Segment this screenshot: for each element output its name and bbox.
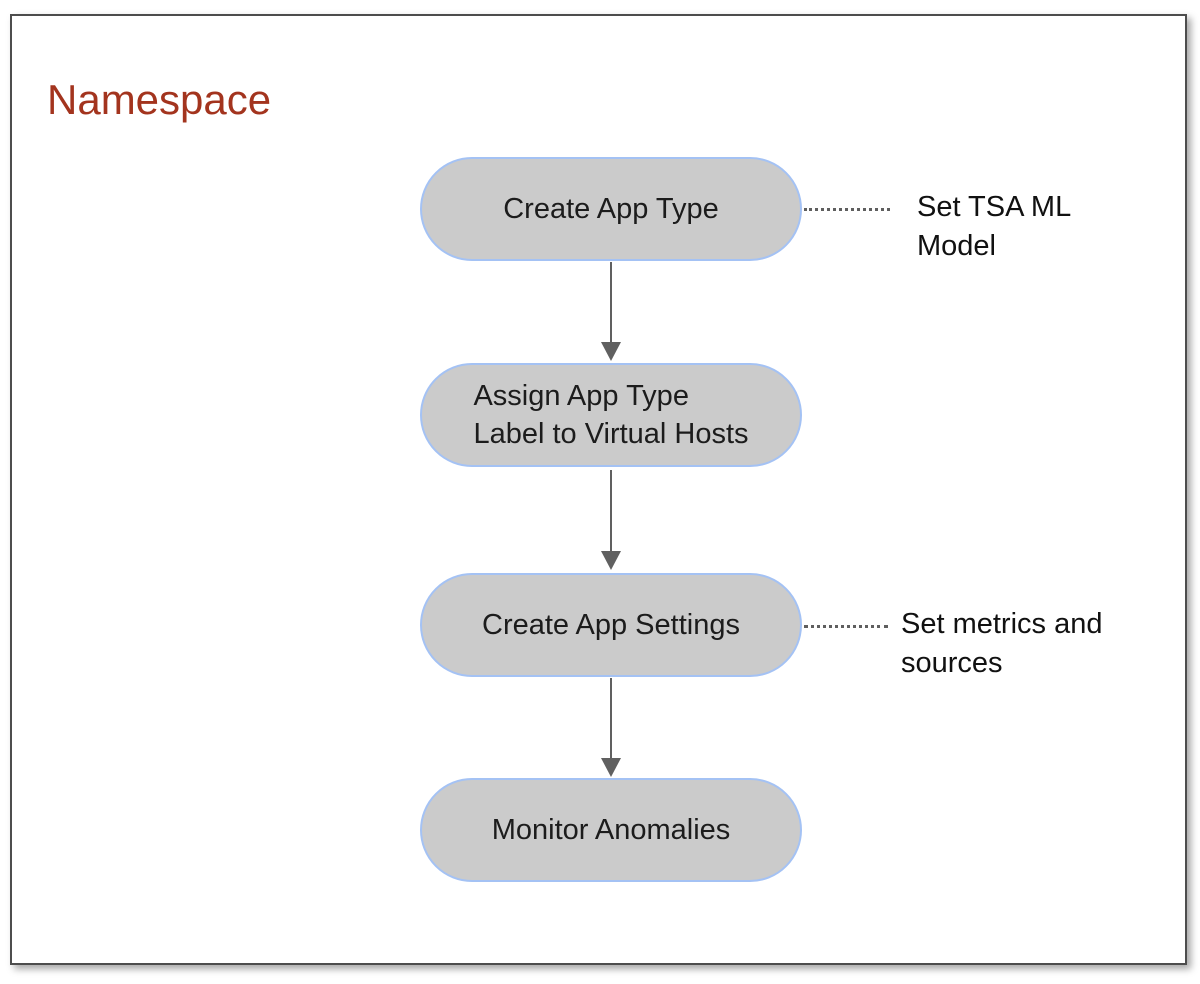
flow-node-assign-app-type: Assign App Type Label to Virtual Hosts (420, 363, 802, 467)
annotation-set-metrics-and-sources: Set metrics and sources (901, 608, 1103, 679)
diagram-frame: Namespace Create App Type Assign App Typ… (10, 14, 1187, 965)
dotted-connector (804, 625, 888, 628)
arrow-down-icon (600, 678, 622, 777)
flow-node-label: Monitor Anomalies (491, 814, 731, 846)
annotation-set-tsa-ml-model: Set TSA ML Model (917, 191, 1072, 262)
arrow-down-icon (600, 470, 622, 570)
diagram-title: Namespace (47, 76, 272, 123)
flow-node-create-app-type: Create App Type (420, 157, 802, 261)
arrow-shaft (610, 678, 612, 759)
arrow-down-icon (600, 262, 622, 361)
flow-node-label: Assign App Type Label to Virtual Hosts (473, 380, 749, 450)
flow-node-label: Create App Settings (482, 609, 740, 641)
arrow-head (601, 342, 621, 361)
flow-node-create-app-settings: Create App Settings (420, 573, 802, 677)
dotted-connector (804, 208, 890, 211)
arrow-shaft (610, 262, 612, 343)
flow-node-label: Create App Type (503, 193, 719, 225)
flow-node-monitor-anomalies: Monitor Anomalies (420, 778, 802, 882)
arrow-shaft (610, 470, 612, 552)
arrow-head (601, 758, 621, 777)
arrow-head (601, 551, 621, 570)
